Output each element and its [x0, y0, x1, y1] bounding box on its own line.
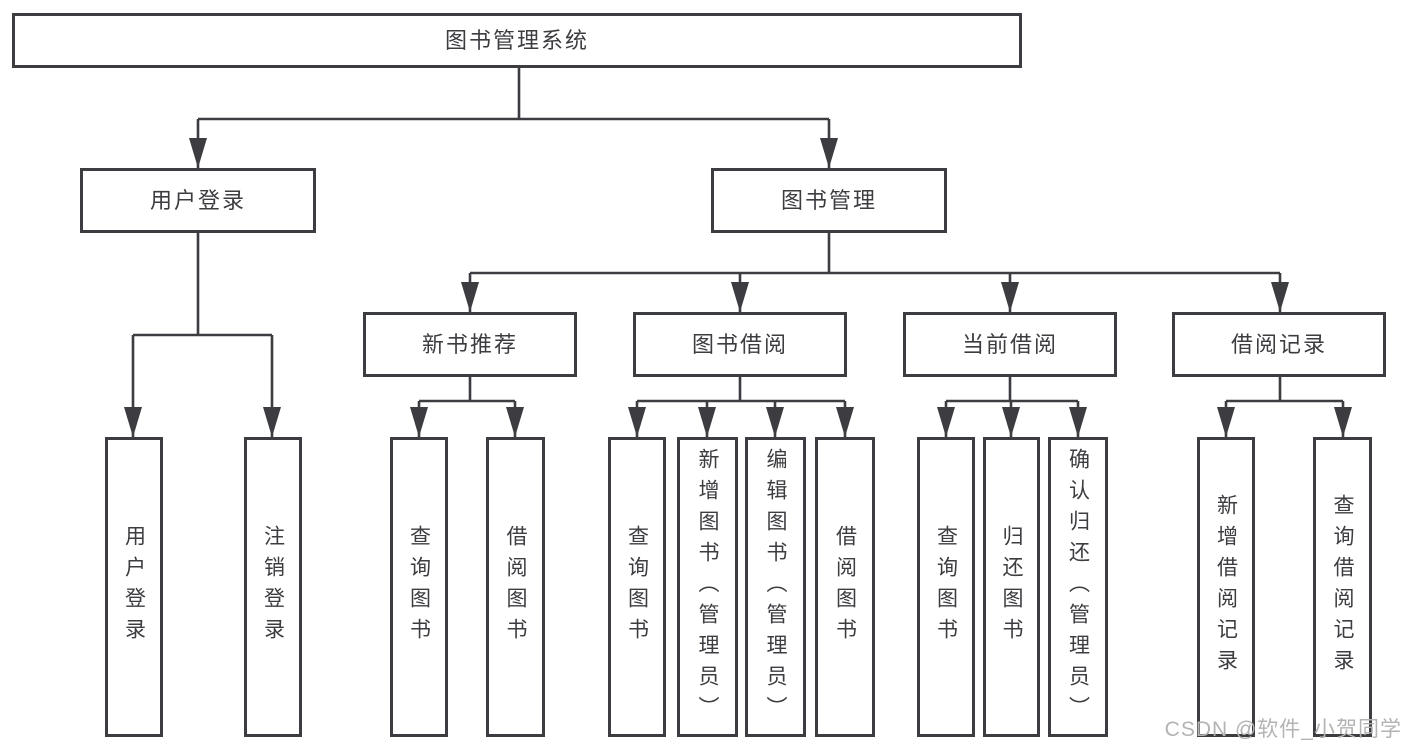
node-borrow-records-label: 借阅记录 — [1230, 331, 1327, 357]
node-current-borrow: 当前借阅 — [903, 312, 1117, 377]
node-root-label: 图书管理系统 — [444, 27, 589, 53]
node-book-management: 图书管理 — [711, 168, 947, 233]
leaf-user-login: 用户登录 — [105, 437, 163, 737]
node-borrow-records: 借阅记录 — [1172, 312, 1386, 377]
leaf-confirm-return-admin: 确认归还（管理员） — [1048, 437, 1108, 737]
leaf-label: 查询图书 — [934, 525, 958, 649]
leaf-label: 编辑图书（管理员） — [764, 447, 787, 727]
leaf-label: 归还图书 — [1000, 525, 1023, 649]
leaf-edit-books-admin: 编辑图书（管理员） — [745, 437, 806, 737]
leaf-query-borrow-record: 查询借阅记录 — [1313, 437, 1372, 737]
leaf-label: 查询借阅记录 — [1331, 494, 1354, 680]
node-root: 图书管理系统 — [12, 13, 1022, 68]
leaf-label: 查询图书 — [407, 525, 431, 649]
leaf-logout: 注销登录 — [244, 437, 302, 737]
node-book-management-label: 图书管理 — [780, 187, 877, 213]
node-current-borrow-label: 当前借阅 — [961, 331, 1058, 357]
leaf-label: 借阅图书 — [504, 525, 527, 649]
leaf-query-books-borrow: 查询图书 — [608, 437, 666, 737]
leaf-borrow-books: 借阅图书 — [815, 437, 875, 737]
leaf-label: 注销登录 — [261, 525, 285, 649]
leaf-label: 新增图书（管理员） — [696, 447, 719, 727]
node-user-login: 用户登录 — [80, 168, 316, 233]
node-new-book-recommend: 新书推荐 — [363, 312, 577, 377]
node-user-login-label: 用户登录 — [149, 187, 246, 213]
node-book-borrow: 图书借阅 — [633, 312, 847, 377]
leaf-add-borrow-record: 新增借阅记录 — [1197, 437, 1255, 737]
leaf-label: 用户登录 — [122, 525, 146, 649]
leaf-return-books: 归还图书 — [983, 437, 1040, 737]
leaf-query-books-current: 查询图书 — [917, 437, 975, 737]
leaf-query-books-recommend: 查询图书 — [390, 437, 448, 737]
leaf-label: 借阅图书 — [833, 525, 857, 649]
leaf-label: 确认归还（管理员） — [1066, 447, 1090, 727]
node-new-book-recommend-label: 新书推荐 — [421, 331, 518, 357]
leaf-label: 查询图书 — [625, 525, 649, 649]
node-book-borrow-label: 图书借阅 — [691, 331, 788, 357]
leaf-label: 新增借阅记录 — [1214, 494, 1238, 680]
connector-trunk-lines — [133, 68, 1343, 403]
leaf-borrow-books-recommend: 借阅图书 — [486, 437, 545, 737]
leaf-add-books-admin: 新增图书（管理员） — [677, 437, 738, 737]
csdn-watermark: CSDN @软件_小贺同学 — [1164, 718, 1402, 741]
